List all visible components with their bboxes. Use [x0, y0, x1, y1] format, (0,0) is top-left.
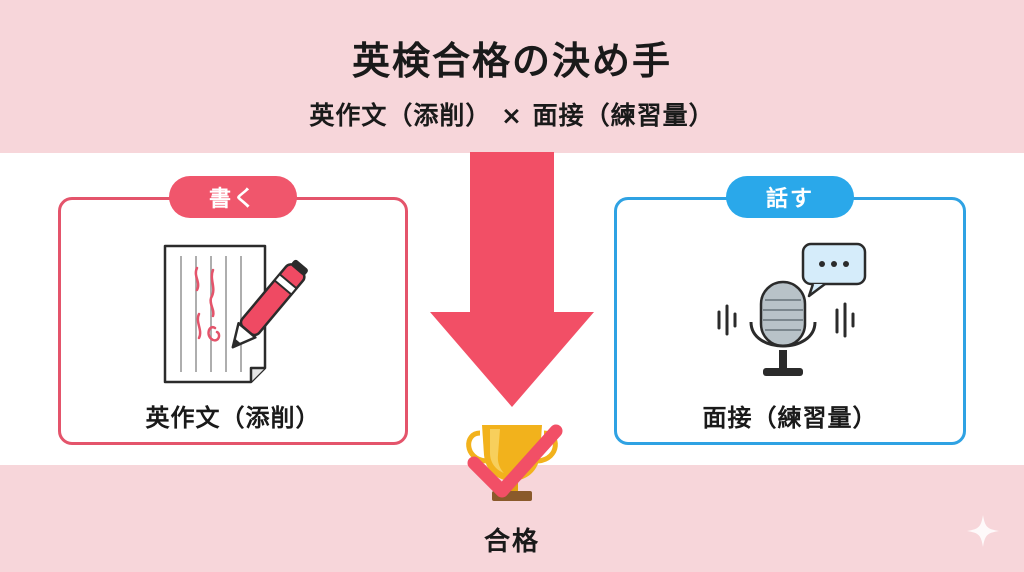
paper-and-pen-icon	[163, 244, 308, 384]
page-title: 英検合格の決め手	[351, 39, 672, 83]
header-band	[0, 0, 1024, 153]
speaking-card: 話す 面接（練習量）	[614, 176, 966, 445]
page-subtitle: 英作文（添削） × 面接（練習量）	[309, 101, 715, 130]
microphone-icon	[717, 242, 867, 376]
down-arrow-icon	[430, 152, 594, 407]
pass-label: 合格	[483, 527, 540, 557]
writing-card: 書く 英作文（添削）	[58, 176, 408, 445]
speech-bubble-icon	[801, 242, 867, 298]
speaking-label: 面接（練習量）	[702, 404, 878, 432]
speaking-badge: 話す	[726, 176, 854, 218]
writing-badge: 書く	[169, 176, 297, 218]
writing-label: 英作文（添削）	[145, 404, 321, 432]
trophy-check-icon	[466, 424, 563, 501]
sparkle-icon	[967, 515, 999, 547]
